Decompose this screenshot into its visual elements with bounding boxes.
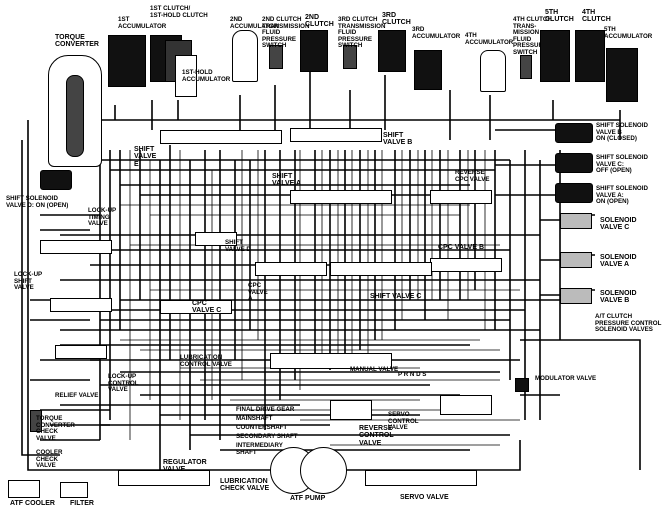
cpc-valve-c-label: CPC VALVE C xyxy=(192,300,222,315)
cpc-valve-c-body xyxy=(160,300,232,314)
regulator-valve-body xyxy=(118,470,210,486)
regulator-valve-label: REGULATOR VALVE xyxy=(163,459,207,474)
cpc-valve-b-label: CPC VALVE B xyxy=(438,244,485,251)
reverse-cpc-label: REVERSE CPC VALVE xyxy=(455,169,490,183)
lockup-control-label: LOCK-UP CONTROL VALVE xyxy=(108,373,139,393)
accumulator-5th-label: 5TH ACCUMULATOR xyxy=(604,26,653,40)
atf-pump-label: ATF PUMP xyxy=(290,495,326,502)
lockup-shift-label: LOCK-UP SHIFT VALVE xyxy=(14,271,43,291)
shift-valve-b-body xyxy=(290,128,382,142)
cpc-valve-a-label: CPC VALVE A xyxy=(248,282,268,302)
solenoid-c-label: SOLENOID VALVE C xyxy=(600,217,637,232)
switch-3rd xyxy=(343,45,357,69)
shift-valve-e-label: SHIFT VALVE E xyxy=(134,146,157,168)
accumulator-1st xyxy=(108,35,146,87)
shift-valve-a-body xyxy=(290,190,392,204)
servo-control-label: SERVO CONTROL VALVE xyxy=(388,411,419,431)
shift-solenoid-c-label: SHIFT SOLENOID VALVE C: OFF (OPEN) xyxy=(596,154,648,174)
solenoid-b-label: SOLENOID VALVE B xyxy=(600,290,637,305)
manual-valve-label: MANUAL VALVE xyxy=(350,366,399,373)
modulator-valve-label: MODULATOR VALVE xyxy=(535,375,597,382)
accumulator-1st-hold-label: 1ST-HOLD ACCUMULATOR xyxy=(182,69,231,83)
final-drive-label: FINAL DRIVE GEAR xyxy=(236,406,295,413)
accumulator-2nd xyxy=(232,30,258,82)
switch-3rd-label: 3RD CLUTCH TRANSMISSION FLUID PRESSURE S… xyxy=(338,16,386,49)
clutch-5th xyxy=(540,30,570,82)
accumulator-1st-label: 1ST ACCUMULATOR xyxy=(118,16,167,30)
torque-converter-label: TORQUE CONVERTER xyxy=(55,34,99,49)
intermediary-shaft-label: INTERMEDIARY SHAFT xyxy=(236,442,283,456)
modulator-valve xyxy=(515,378,529,392)
lubrication-control-label: LUBRICATION CONTROL VALVE xyxy=(180,354,232,368)
lubrication-check-label: LUBRICATION CHECK VALVE xyxy=(220,478,270,493)
servo-valve-label: SERVO VALVE xyxy=(400,494,449,501)
shift-valve-a-label: SHIFT VALVE A xyxy=(272,173,302,188)
lockup-shift-body xyxy=(50,298,112,312)
solenoid-b xyxy=(560,288,592,304)
pressure-control-label: A/T CLUTCH PRESSURE CONTROL SOLENOID VAL… xyxy=(595,313,662,333)
shift-valve-d-body xyxy=(195,232,237,246)
lockup-control-body xyxy=(55,345,107,359)
filter xyxy=(60,482,88,498)
solenoid-a xyxy=(560,252,592,268)
lockup-timing-label: LOCK-UP TIMING VALVE xyxy=(88,207,117,227)
reverse-cpc-body xyxy=(430,190,492,204)
shift-valve-c-label: SHIFT VALVE C xyxy=(370,293,422,300)
filter-label: FILTER xyxy=(70,500,94,507)
shift-valve-c-body xyxy=(330,262,432,276)
accumulator-1st-hold xyxy=(175,55,197,97)
shift-solenoid-d-label: SHIFT SOLENOID VALVE D: ON (OPEN) xyxy=(6,195,69,209)
shift-solenoid-c xyxy=(555,153,593,173)
cpc-valve-a-body xyxy=(255,262,327,276)
shift-solenoid-a-label: SHIFT SOLENOID VALVE A: ON (OPEN) xyxy=(596,185,648,205)
shift-solenoid-a xyxy=(555,183,593,203)
shift-valve-e-body xyxy=(160,130,282,144)
accumulator-4th xyxy=(480,50,506,92)
switch-2nd xyxy=(269,45,283,69)
accumulator-5th xyxy=(606,48,638,102)
cooler-check-label: COOLER CHECK VALVE xyxy=(36,449,63,469)
clutch-3rd xyxy=(378,30,406,72)
accumulator-3rd xyxy=(414,50,442,90)
solenoid-a-label: SOLENOID VALVE A xyxy=(600,254,637,269)
servo-valve-body xyxy=(365,470,477,486)
manual-valve-body xyxy=(270,353,392,369)
clutch-5th-label: 5TH CLUTCH xyxy=(545,9,574,24)
atf-pump-gear-b xyxy=(300,447,347,494)
accumulator-2nd-label: 2ND ACCUMULATOR xyxy=(230,16,279,30)
switch-4th-label: 4TH CLUTCH TRANS- MISSION FLUID PRESSURE… xyxy=(513,16,552,56)
torque-converter-core xyxy=(66,75,84,157)
clutch-4th xyxy=(575,30,605,82)
shift-valve-b-label: SHIFT VALVE B xyxy=(383,132,413,147)
mainshaft-label: MAINSHAFT xyxy=(236,415,273,422)
torque-check-label: TORQUE CONVERTER CHECK VALVE xyxy=(36,415,75,442)
countershaft-label: COUNTERSHAFT xyxy=(236,424,288,431)
accumulator-3rd-label: 3RD ACCUMULATOR xyxy=(412,26,461,40)
accumulator-4th-label: 4TH ACCUMULATOR xyxy=(465,32,514,46)
reverse-control-label: REVERSE CONTROL VALVE xyxy=(359,425,394,447)
clutch-4th-label: 4TH CLUTCH xyxy=(582,9,611,24)
torque-converter-check-valve xyxy=(30,410,42,432)
solenoid-c xyxy=(560,213,592,229)
atf-cooler-label: ATF COOLER xyxy=(10,500,55,507)
shift-solenoid-b-label: SHIFT SOLENOID VALVE B ON (CLOSED) xyxy=(596,122,648,142)
servo-control-body xyxy=(440,395,492,415)
lockup-timing-body xyxy=(40,240,112,254)
shift-solenoid-d xyxy=(40,170,72,190)
clutch-3rd-label: 3RD CLUTCH xyxy=(382,12,411,27)
cpc-valve-b-body xyxy=(430,258,502,272)
shift-valve-d-label: SHIFT VALVE D xyxy=(225,239,251,253)
relief-valve-label: RELIEF VALVE xyxy=(55,392,99,399)
clutch-2nd xyxy=(300,30,328,72)
switch-2nd-label: 2ND CLUTCH TRANSMISSION FLUID PRESSURE S… xyxy=(262,16,310,49)
atf-cooler xyxy=(8,480,40,498)
switch-4th xyxy=(520,55,532,79)
shift-solenoid-b xyxy=(555,123,593,143)
prndl-label: P R N D S xyxy=(398,371,427,378)
clutch-1st-label: 1ST CLUTCH/ 1ST-HOLD CLUTCH xyxy=(150,5,208,19)
secondary-shaft-label: SECONDARY SHAFT xyxy=(236,433,298,440)
reverse-control-body xyxy=(330,400,372,420)
clutch-2nd-label: 2ND CLUTCH xyxy=(305,14,334,29)
